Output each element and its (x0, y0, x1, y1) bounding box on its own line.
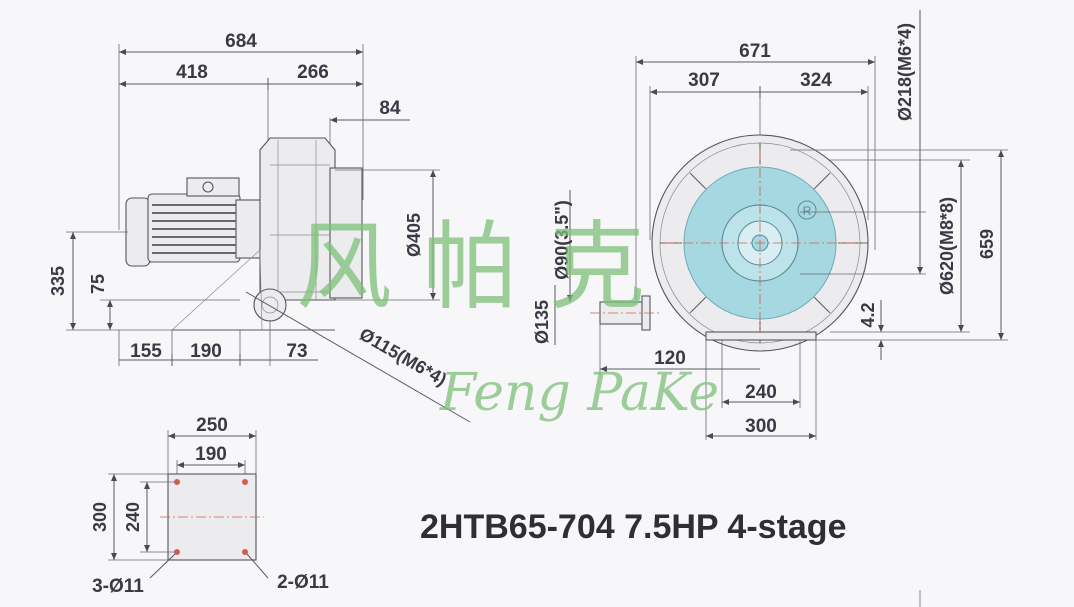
dim-bolt-circle-large: Ø620(M8*8) (937, 197, 957, 295)
page-title: 2HTB65-704 7.5HP 4-stage (420, 508, 846, 546)
watermark-chinese: 风 帕 克 (296, 211, 645, 323)
dim-pipe-length: 120 (654, 348, 686, 369)
dim-motor-length: 418 (176, 62, 208, 83)
watermark-latin: Feng PaKe (439, 363, 719, 423)
dim-base-offset: 155 (130, 341, 162, 362)
mount-hole (242, 549, 248, 555)
dim-center-height: 335 (48, 266, 68, 296)
watermark: 风 帕 克 Feng PaKe (296, 211, 719, 423)
dim-base-inner: 240 (745, 382, 777, 403)
dim-housing-diameter: Ø405 (404, 213, 424, 257)
dim-plate-depth: 300 (90, 502, 110, 532)
inlet-flange (253, 288, 287, 322)
holes-right-label: 2-Ø11 (277, 572, 329, 593)
holes-left-label: 3-Ø11 (92, 576, 144, 597)
dim-base-outer: 300 (745, 416, 777, 437)
dim-overall-length: 684 (225, 31, 257, 52)
mount-hole (242, 479, 248, 485)
dim-hole-spacing-x: 190 (195, 444, 227, 465)
dim-pipe-diameter: Ø90(3.5") (552, 200, 572, 280)
front-view: 671 307 324 R (532, 10, 1008, 440)
dim-blower-length: 266 (297, 62, 329, 83)
base-plate-view: 250 190 300 240 3-Ø11 2-Ø11 (90, 415, 329, 597)
dim-pipe-height: Ø135 (532, 300, 552, 344)
registered-mark-letter: R (803, 204, 812, 218)
motor-flange (235, 199, 261, 259)
dim-overall-width: 671 (739, 41, 771, 62)
blower-stage (329, 167, 363, 299)
dim-hole-spacing-y: 240 (123, 502, 143, 532)
dim-left-half: 307 (688, 70, 720, 91)
dim-plate-width: 250 (196, 415, 228, 436)
front-base (705, 331, 817, 341)
dim-right-half: 324 (800, 70, 832, 91)
motor-end-cap (125, 197, 151, 267)
dim-flange-offset: 73 (286, 341, 307, 362)
dim-base-length: 190 (190, 341, 222, 362)
dim-base-height: 75 (88, 274, 108, 294)
dim-bolt-circle-small: Ø218(M6*4) (895, 23, 915, 121)
registered-mark-icon (797, 200, 817, 220)
dim-base-gap: 4.2 (858, 302, 878, 327)
dim-outlet-offset: 84 (379, 98, 401, 119)
dim-flange-diameter: Ø115(M6*4) (356, 324, 450, 390)
dim-overall-height: 659 (977, 229, 997, 259)
